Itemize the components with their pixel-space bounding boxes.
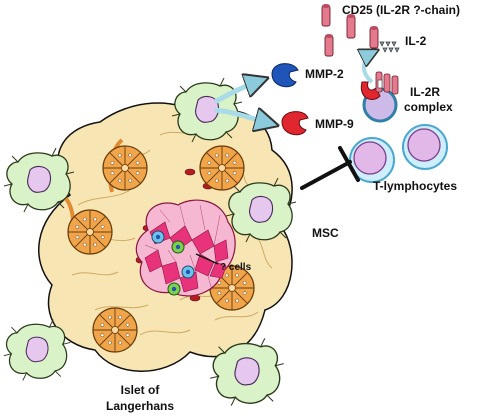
t-lymphocytes-label: T-lymphocytes	[373, 179, 457, 193]
secretion-arrows	[213, 80, 272, 124]
binding-arrow	[364, 52, 374, 84]
il2r-complex	[360, 71, 399, 123]
msc-cells	[3, 77, 297, 406]
msc-cell	[3, 319, 71, 381]
cd25-receptors	[321, 4, 379, 57]
mmp-9-label: MMP-9	[315, 117, 354, 131]
mmp-2-label: MMP-2	[305, 67, 344, 81]
islet-label-line2: Langerhans	[106, 399, 174, 413]
msc-label: MSC	[312, 226, 339, 240]
acinus	[92, 307, 138, 353]
inhibition-symbol	[300, 146, 360, 190]
mmp-2-protein	[271, 63, 299, 88]
msc-cell	[225, 177, 297, 243]
cd25-label: CD25 (IL-2R ?-chain)	[342, 3, 460, 17]
acinus	[102, 145, 148, 191]
islet-of-langerhans	[135, 199, 236, 297]
beta-cells-pointer	[195, 253, 219, 265]
il2r-label-line2: complex	[404, 100, 453, 114]
il2r-label-line1: IL-2R	[410, 85, 440, 99]
msc-cell	[3, 147, 75, 213]
il-2-label: IL-2	[405, 34, 427, 48]
acinus	[199, 145, 245, 191]
pancreatic-acini	[67, 145, 255, 353]
t-lymphocytes	[349, 124, 448, 183]
acinus	[209, 265, 255, 311]
il-2-molecules	[379, 41, 400, 53]
mmp-9-protein	[281, 111, 309, 136]
msc-cell	[210, 338, 284, 406]
beta-cells-label: ? cells	[220, 262, 252, 273]
islet-label-line1: Islet of	[121, 383, 161, 397]
acinus	[67, 209, 113, 255]
